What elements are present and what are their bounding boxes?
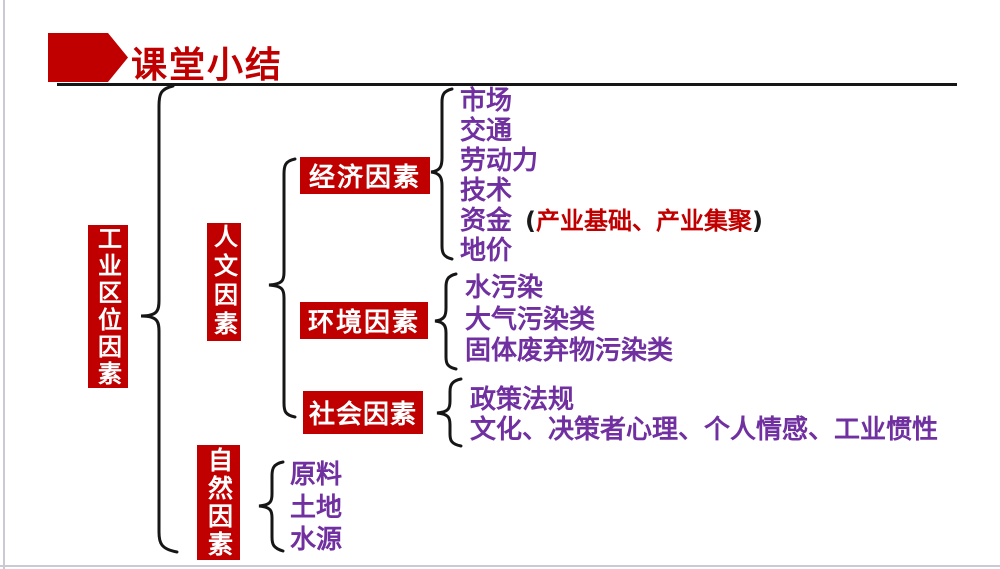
- note-text: 产业基础、产业集聚: [535, 207, 752, 235]
- list-item: 市场: [460, 86, 513, 116]
- brace-natural: [258, 460, 285, 553]
- list-item: 政策法规: [470, 385, 575, 415]
- note-close-paren: ): [751, 207, 763, 235]
- list-item: 水源: [290, 525, 343, 555]
- brace-environment: [434, 272, 458, 371]
- list-item: 交通: [460, 116, 513, 146]
- node-social-label: 社会因素: [308, 400, 417, 430]
- brace-social: [436, 377, 463, 448]
- page-title: 课堂小结: [131, 45, 284, 86]
- list-item: 劳动力: [460, 146, 539, 176]
- title-underline: [57, 83, 957, 86]
- brace-economic: [430, 87, 454, 261]
- note-open-paren: (: [525, 207, 536, 235]
- slide-left-border: [3, 0, 5, 569]
- node-economic-label: 经济因素: [308, 163, 421, 193]
- node-natural-label: 自然因素: [204, 446, 234, 559]
- node-environment-factors: 环境因素: [300, 302, 428, 339]
- list-item: 地价: [460, 236, 513, 266]
- list-item: 技术: [460, 176, 513, 206]
- list-item: 文化、决策者心理、个人情感、工业惯性: [470, 415, 939, 445]
- economic-item-list: 市场 交通 劳动力 技术 资金 (产业基础、产业集聚) 地价: [460, 86, 763, 266]
- list-item: 原料: [290, 460, 343, 490]
- node-industrial-location-factors: 工业区位因素: [88, 225, 128, 388]
- slide-bottom-border: [0, 565, 1000, 567]
- node-human-factors: 人文因素: [207, 223, 241, 341]
- node-human-label: 人文因素: [209, 224, 238, 340]
- list-item-funds: 资金 (产业基础、产业集聚): [460, 206, 763, 236]
- brace-root: [140, 84, 179, 554]
- node-root-label: 工业区位因素: [93, 225, 122, 388]
- natural-item-list: 原料 土地 水源: [290, 459, 342, 557]
- node-economic-factors: 经济因素: [300, 157, 430, 194]
- list-item: 固体废弃物污染类: [465, 336, 674, 366]
- funds-label: 资金: [460, 206, 513, 236]
- list-item: 水污染: [465, 273, 544, 303]
- list-item: 大气污染类: [465, 304, 596, 335]
- node-environment-label: 环境因素: [307, 308, 420, 338]
- environment-item-list: 水污染 大气污染类 固体废弃物污染类: [465, 273, 673, 368]
- list-item: 土地: [290, 492, 343, 523]
- node-social-factors: 社会因素: [303, 391, 423, 434]
- funds-note: (产业基础、产业集聚): [525, 207, 763, 235]
- node-natural-factors: 自然因素: [197, 445, 240, 560]
- title-arrow-icon: [48, 33, 128, 82]
- brace-human-factors: [268, 157, 297, 419]
- social-item-list: 政策法规 文化、决策者心理、个人情感、工业惯性: [470, 385, 938, 445]
